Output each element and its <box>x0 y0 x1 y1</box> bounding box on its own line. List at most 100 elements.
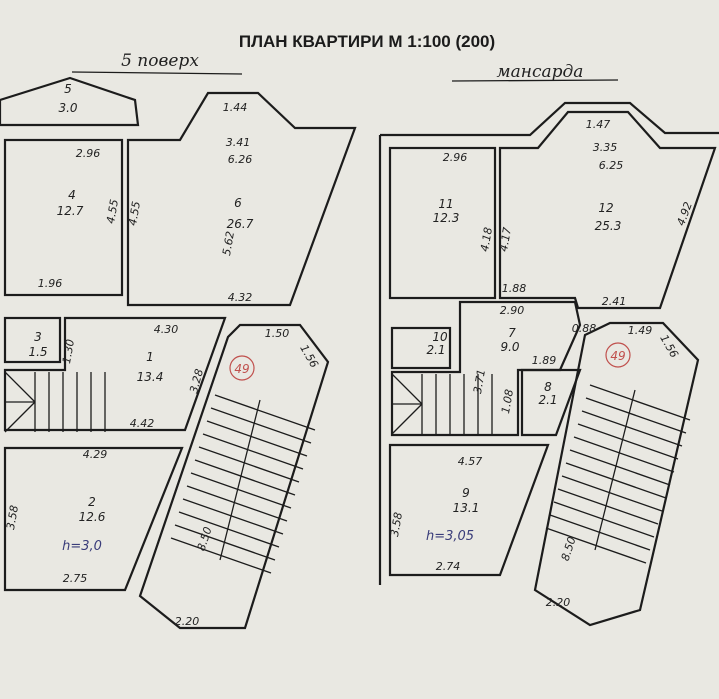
dimension: 1.49 <box>628 324 653 337</box>
stair-tread <box>186 485 288 522</box>
room-10 <box>390 326 452 370</box>
staircase-right <box>545 384 691 564</box>
dimension: 2.20 <box>546 596 571 609</box>
stair-tread <box>577 423 679 460</box>
dimension: 2.41 <box>602 295 627 308</box>
dimension: 1.88 <box>502 282 527 295</box>
stair-mark-circle <box>229 355 255 381</box>
stair-tread <box>4 401 36 433</box>
stair-divider <box>594 389 636 551</box>
stair-tread <box>182 498 284 535</box>
ceiling-height: h=3,05 <box>426 529 474 544</box>
room-area: 1.5 <box>28 345 47 359</box>
attic-plan: мансарда 49 11 12.3 12 25.3 7 9.0 10 2.1… <box>378 62 719 627</box>
stair-tread <box>190 472 292 509</box>
stair-tread <box>198 446 300 483</box>
dimension: 1.30 <box>60 338 77 364</box>
stair-tread <box>553 501 655 538</box>
stair-tread <box>565 462 667 499</box>
dimension: 4.55 <box>104 198 121 224</box>
room-number: 2 <box>88 495 96 509</box>
dimension: 2.90 <box>500 304 525 317</box>
room-area: 2.1 <box>538 393 557 407</box>
stair-tread <box>561 475 663 512</box>
stair-tread <box>178 511 280 548</box>
stair-tread <box>391 403 423 435</box>
dimension: 4.17 <box>497 226 514 252</box>
room-area: 25.3 <box>595 219 622 233</box>
room-number: 5 <box>64 82 72 96</box>
stair-mark: 49 <box>234 362 249 376</box>
dimension: 4.18 <box>478 226 495 252</box>
dimension: 1.44 <box>223 101 248 114</box>
dimension: 1.89 <box>532 354 557 367</box>
dimension: 4.32 <box>228 291 253 304</box>
room-2 <box>3 446 184 592</box>
room-area: 2.1 <box>426 343 445 357</box>
dimension: 4.55 <box>126 200 143 226</box>
room-number: 11 <box>438 197 453 211</box>
room-area: 12.7 <box>57 204 84 218</box>
dimension: 3.58 <box>388 511 405 537</box>
stair-tread <box>569 449 671 486</box>
stair-mark: 49 <box>610 349 625 363</box>
room-9 <box>388 443 550 577</box>
plan-title: ПЛАН КВАРТИРИ М 1:100 (200) <box>239 32 495 51</box>
room-7 <box>390 300 582 437</box>
dimension: 1.50 <box>265 327 290 340</box>
room-number: 1 <box>146 350 154 364</box>
stair-tread <box>206 420 308 457</box>
attic-label: мансарда <box>497 62 584 82</box>
dimension: 1.47 <box>586 118 611 131</box>
dimension: 0.88 <box>572 322 597 335</box>
dimension: 8.50 <box>195 525 215 552</box>
room-6 <box>126 91 357 307</box>
room-number: 6 <box>234 196 242 210</box>
dimension: 3.41 <box>226 136 251 149</box>
dimension: 2.75 <box>63 572 88 585</box>
floor5-label-underline <box>71 71 243 75</box>
dimension: 3.58 <box>4 504 21 530</box>
dimension: 1.08 <box>499 388 516 414</box>
room-number: 3 <box>34 330 42 344</box>
stair-tread <box>585 397 687 434</box>
room-3 <box>3 316 62 364</box>
dimension: 6.25 <box>599 159 624 172</box>
stair-hall-right <box>533 321 700 627</box>
stair-tread <box>194 459 296 496</box>
room-number: 9 <box>462 486 470 500</box>
stair-tread <box>210 407 312 444</box>
room-number: 7 <box>508 326 516 340</box>
dimension: 4.29 <box>83 448 108 461</box>
stair-mark-circle <box>605 342 631 368</box>
room-number: 8 <box>544 380 552 394</box>
dimension: 4.57 <box>458 455 483 468</box>
dimension: 2.20 <box>175 615 200 628</box>
stair-tread <box>202 433 304 470</box>
dimension: 2.96 <box>76 147 101 160</box>
room-area: 12.3 <box>433 211 460 225</box>
inner-stair-right <box>391 373 493 435</box>
stair-hall-left <box>138 323 330 630</box>
stair-tread <box>573 436 675 473</box>
room-1 <box>3 316 227 432</box>
attic-label-underline <box>451 79 619 82</box>
dimension: 2.74 <box>436 560 461 573</box>
room-4 <box>3 138 124 297</box>
inner-stair-left <box>4 371 106 433</box>
room-area: 12.6 <box>79 510 106 524</box>
dimension: 2.96 <box>443 151 468 164</box>
room-12 <box>498 110 717 310</box>
floor5-label: 5 поверх <box>121 51 199 71</box>
dimension: 3.35 <box>593 141 618 154</box>
ceiling-height: h=3,0 <box>62 539 102 554</box>
stair-tread <box>557 488 659 525</box>
stair-tread <box>214 394 316 431</box>
floor5-plan: 5 поверх 49 5 3.0 4 12.7 6 26.7 3 1.5 1 … <box>0 51 357 630</box>
staircase-left <box>170 394 316 574</box>
dimension: 4.42 <box>130 417 155 430</box>
room-area: 13.4 <box>137 370 164 384</box>
room-area: 3.0 <box>58 101 77 115</box>
room-area: 9.0 <box>500 340 519 354</box>
